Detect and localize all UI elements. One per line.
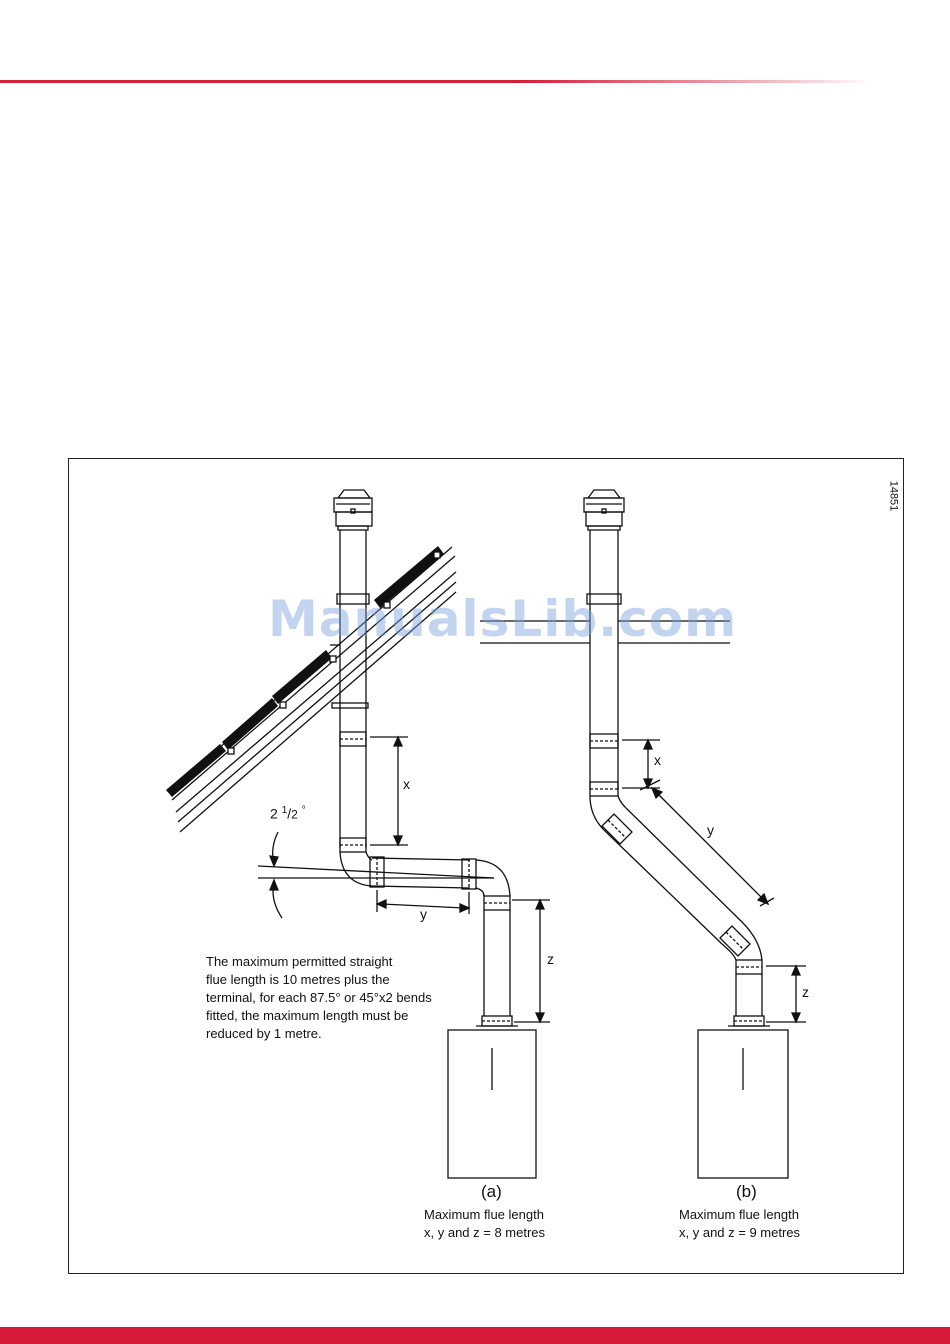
lower-flue-b xyxy=(728,960,770,1026)
pitched-roof xyxy=(166,546,456,832)
label-y-a: y xyxy=(420,906,427,922)
label-x-a: x xyxy=(403,776,410,792)
caption-b-line2: x, y and z = 9 metres xyxy=(679,1224,800,1242)
angle-label: 2 1/2 ° xyxy=(270,805,306,822)
label-z-a: z xyxy=(547,951,554,967)
terminal-cap-b xyxy=(584,490,624,530)
note-line-5: reduced by 1 metre. xyxy=(206,1025,466,1043)
dim-z-a xyxy=(512,900,550,1022)
note-line-1: The maximum permitted straight xyxy=(206,953,466,971)
angle-whole: 2 xyxy=(270,806,278,822)
label-y-b: y xyxy=(707,822,714,838)
diagonal-flue-b xyxy=(590,796,762,960)
note-line-2: flue length is 10 metres plus the xyxy=(206,971,466,989)
watermark: ManualsLib.com xyxy=(268,590,737,648)
angle-degree: ° xyxy=(302,805,306,816)
caption-b-letter: (b) xyxy=(736,1183,757,1201)
angle-denominator: 2 xyxy=(291,808,298,822)
footer-band xyxy=(0,1327,950,1344)
vertical-flue-a xyxy=(330,530,369,852)
dim-z-b xyxy=(766,966,806,1022)
caption-b-line1: Maximum flue length xyxy=(679,1206,799,1224)
caption-a-letter: (a) xyxy=(481,1183,502,1201)
terminal-cap-a xyxy=(334,490,372,530)
lower-flue-a xyxy=(476,896,518,1026)
vertical-flue-b xyxy=(587,530,621,796)
flue-length-note: The maximum permitted straight flue leng… xyxy=(206,953,466,1043)
caption-a-line1: Maximum flue length xyxy=(424,1206,544,1224)
note-line-3: terminal, for each 87.5° or 45°x2 bends xyxy=(206,989,466,1007)
label-z-b: z xyxy=(802,984,809,1000)
caption-a-line2: x, y and z = 8 metres xyxy=(424,1224,545,1242)
label-x-b: x xyxy=(654,752,661,768)
note-line-4: fitted, the maximum length must be xyxy=(206,1007,466,1025)
figure-number: 14851 xyxy=(887,481,899,512)
